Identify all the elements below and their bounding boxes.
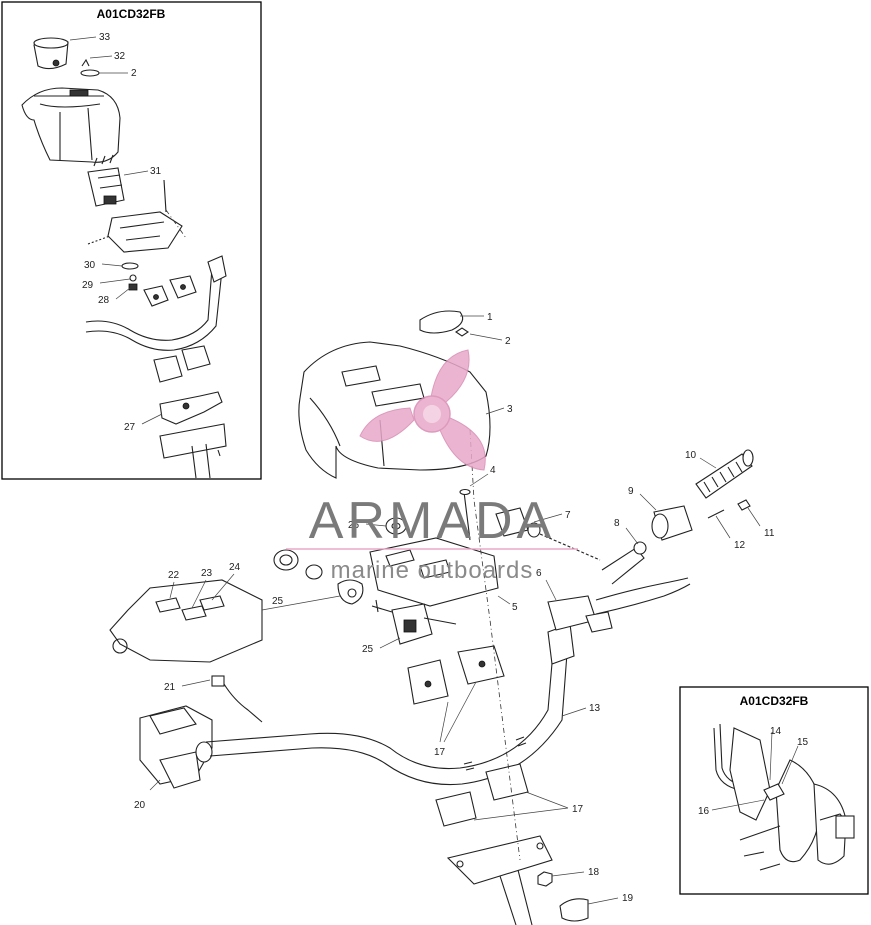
clamp-bottoms-part	[153, 345, 211, 383]
grip-part	[695, 449, 754, 499]
callout-25-lower: 25	[362, 644, 374, 655]
clamp-upper-part	[407, 645, 505, 705]
callout-31: 31	[150, 166, 162, 177]
callout-5: 5	[512, 602, 518, 613]
callout-24: 24	[229, 562, 241, 573]
screws-part	[707, 499, 751, 519]
assembly-axis	[469, 429, 521, 861]
inset-title-right: A01CD32FB	[740, 694, 809, 708]
callout-26: 26	[348, 520, 360, 531]
watermark-tagline: marine outboards	[331, 557, 534, 584]
clamp-tops-part	[143, 275, 197, 307]
bracket-part	[159, 391, 223, 425]
main-base-plate-part	[446, 835, 553, 925]
key-switch-part	[371, 599, 457, 645]
small-handlebar-part	[85, 255, 227, 351]
switch-block-part	[87, 154, 167, 213]
base-plate-part	[159, 423, 227, 479]
callout-29: 29	[82, 280, 94, 291]
callout-20: 20	[134, 800, 146, 811]
clamp-lower-part	[435, 763, 529, 827]
callout-11: 11	[764, 528, 775, 539]
callout-21: 21	[164, 682, 176, 693]
callout-8: 8	[614, 518, 620, 529]
callout-1: 1	[487, 312, 493, 323]
cap-part	[559, 898, 589, 922]
callout-2: 2	[505, 336, 511, 347]
callout-3: 3	[507, 404, 513, 415]
callout-4: 4	[490, 465, 496, 476]
grip-tube-part	[601, 541, 647, 585]
throttle-right-part	[651, 505, 693, 541]
bolt-4-part	[459, 488, 471, 541]
nut-part	[537, 871, 553, 887]
inset-right-callouts: 14 15 16	[698, 726, 809, 817]
master-cylinder-part	[547, 577, 691, 633]
pad-part	[419, 310, 464, 334]
gauge-small-part	[273, 549, 323, 580]
gauge-part	[33, 37, 69, 70]
throttle-housing-part	[139, 705, 213, 789]
callout-23: 23	[201, 568, 213, 579]
callout-28: 28	[98, 295, 110, 306]
callout-7: 7	[565, 510, 571, 521]
brake-assembly-part	[713, 723, 855, 871]
switch-cluster-part	[495, 507, 601, 561]
inset-top-left: A01CD32FB	[1, 1, 262, 480]
callout-10: 10	[685, 450, 697, 461]
callout-15: 15	[797, 737, 809, 748]
sensor-part	[211, 675, 263, 723]
fastener-part	[455, 327, 469, 337]
inset-title: A01CD32FB	[97, 7, 166, 21]
callout-17-lower: 17	[572, 804, 584, 815]
main-callouts: 1 2 3 4 5 6 7 8 9 10 11 12 13	[134, 312, 775, 905]
propeller-logo	[359, 349, 486, 471]
inset-callouts: 33 32 2 31 30 29 28 27	[69, 32, 163, 433]
callout-17-upper: 17	[434, 747, 446, 758]
main-bracket-part	[337, 537, 499, 607]
callout-18: 18	[588, 867, 600, 878]
washer-stack-part	[121, 262, 139, 291]
callout-32: 32	[114, 51, 126, 62]
main-handlebar-part	[205, 623, 575, 786]
callout-19: 19	[622, 893, 634, 904]
callout-13: 13	[589, 703, 601, 714]
callout-6: 6	[536, 568, 542, 579]
watermark: ARMADA marine outboards	[286, 349, 578, 584]
callout-25-upper: 25	[272, 596, 284, 607]
callout-16: 16	[698, 806, 710, 817]
screw-washer-part	[80, 58, 100, 77]
mount-plate-part	[87, 209, 187, 253]
indicator-plate-part	[109, 579, 263, 663]
inset-bottom-right: A01CD32FB 14 15 16	[679, 686, 869, 895]
callout-30: 30	[84, 260, 96, 271]
callout-9: 9	[628, 486, 634, 497]
callout-27: 27	[124, 422, 136, 433]
pod-cover-part	[21, 87, 121, 163]
callout-14: 14	[770, 726, 782, 737]
callout-22: 22	[168, 570, 180, 581]
callout-2-inset: 2	[131, 68, 137, 79]
callout-33: 33	[99, 32, 111, 43]
watermark-brand: ARMADA	[309, 492, 555, 550]
callout-12: 12	[734, 540, 746, 551]
